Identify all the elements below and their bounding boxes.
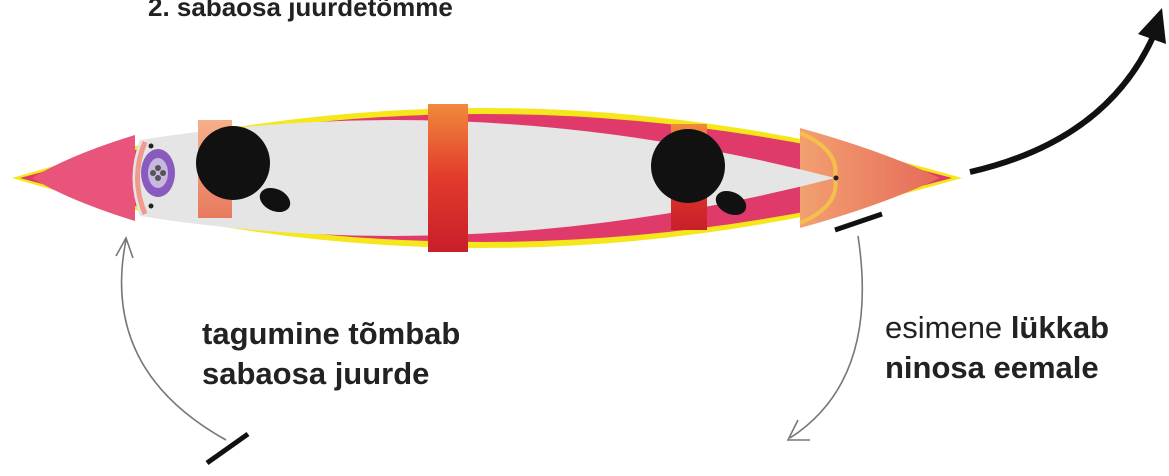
stern-label-line1: tagumine tõmbab: [202, 314, 460, 354]
bow-push-arrow: [790, 236, 862, 438]
stern-label-line2: sabaosa juurde: [202, 354, 460, 394]
stern-paddle-stroke: [207, 434, 248, 463]
turn-direction-arrowhead: [1138, 8, 1166, 44]
bow-label-line1: esimene lükkab: [885, 308, 1109, 348]
center-thwart: [428, 104, 468, 252]
bow-label-subject: esimene: [885, 310, 1002, 345]
bow-label-line2: ninosa eemale: [885, 348, 1109, 388]
bow-label: esimene lükkab ninosa eemale: [885, 308, 1109, 388]
diagram-title: 2. sabaosa juurdetõmme: [148, 0, 453, 23]
turn-direction-arrow: [970, 30, 1156, 172]
bow-label-verb: lükkab: [1011, 310, 1109, 345]
stern-label: tagumine tõmbab sabaosa juurde: [202, 314, 460, 394]
bow-paddle-stroke: [835, 214, 882, 230]
hull-stern-deck: [32, 135, 135, 221]
